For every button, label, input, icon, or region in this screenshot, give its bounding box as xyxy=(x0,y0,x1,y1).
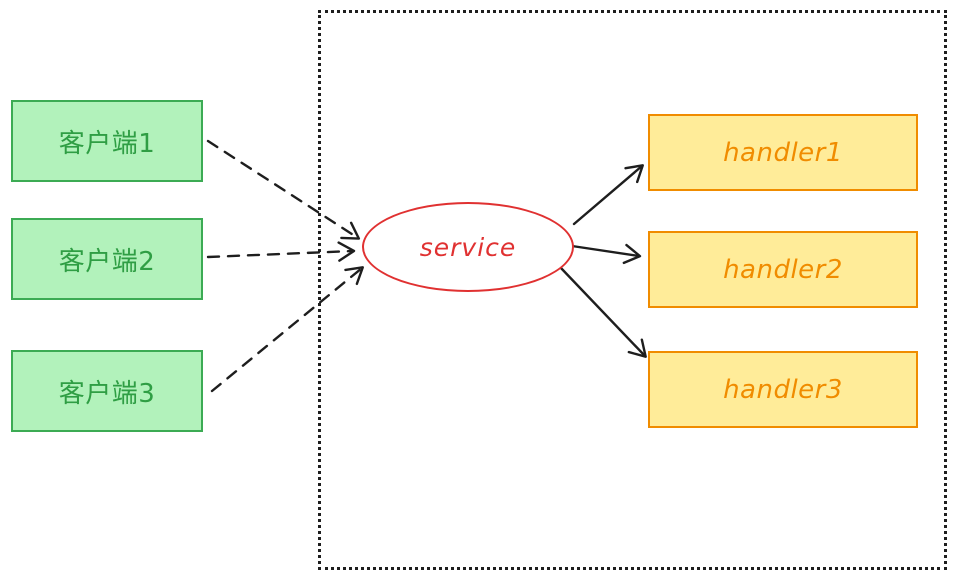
client2-label: 客户端2 xyxy=(58,246,156,277)
service-node: service xyxy=(362,202,574,292)
handler2-node: handler2 xyxy=(648,231,918,308)
client3-node: 客户端3 xyxy=(11,350,203,432)
client1-node: 客户端1 xyxy=(11,100,203,182)
service-label: service xyxy=(419,232,517,262)
handler1-node: handler1 xyxy=(648,114,918,191)
client3-label: 客户端3 xyxy=(58,378,156,409)
handler2-label: handler2 xyxy=(723,254,843,285)
client2-node: 客户端2 xyxy=(11,218,203,300)
service-boundary-box xyxy=(318,10,947,570)
client1-label: 客户端1 xyxy=(58,128,156,159)
handler3-label: handler3 xyxy=(723,374,843,405)
handler3-node: handler3 xyxy=(648,351,918,428)
handler1-label: handler1 xyxy=(723,137,843,168)
